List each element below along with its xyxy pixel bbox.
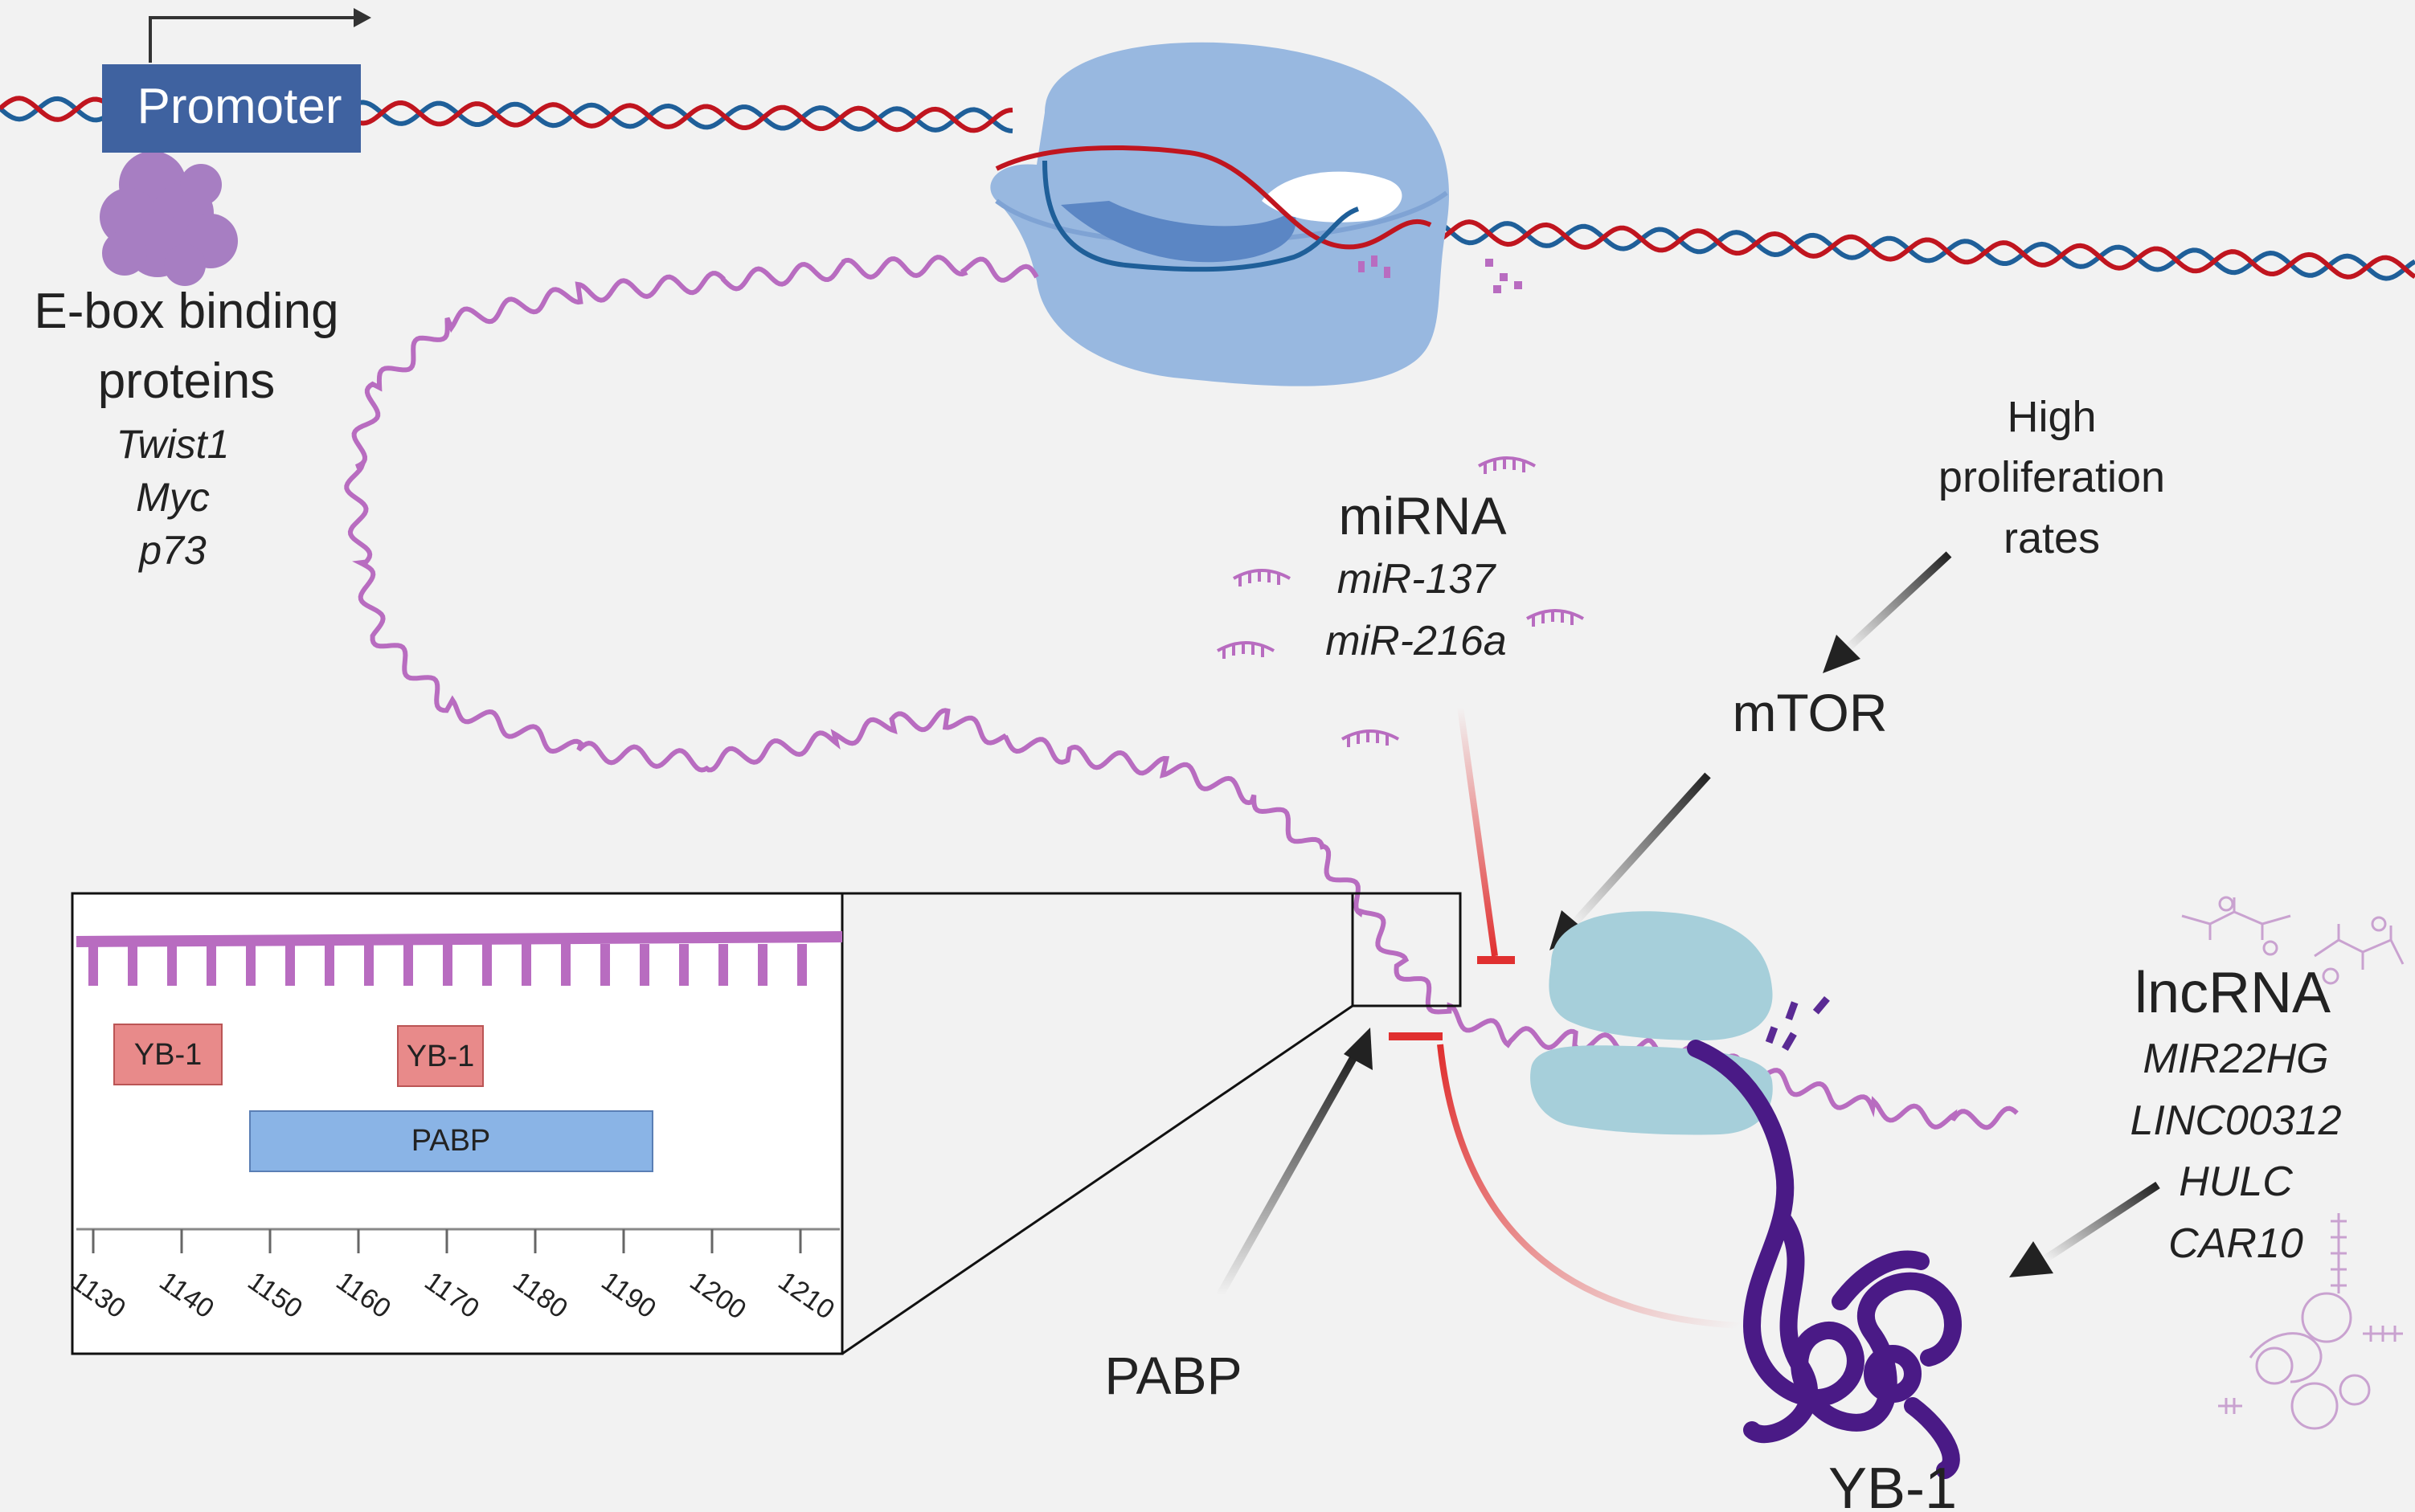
mirna-item-137: miR-137 (1337, 556, 1497, 603)
inset-mrna-tooth (364, 944, 374, 986)
yb1-inhibition-curve (1437, 1044, 1741, 1329)
inset-pabp-box (249, 1110, 653, 1172)
peptide-fragments-icon (1765, 996, 1830, 1052)
inset-mrna-tooth (207, 944, 216, 986)
dna-strand (1381, 216, 2415, 280)
mirna-icon (1233, 569, 1291, 586)
lncrna-title: lncRNA (2135, 961, 2331, 1025)
ribosome-icon (1530, 911, 1773, 1135)
lncrna-item-car10: CAR10 (2168, 1220, 2303, 1267)
yb1-protein-icon (1687, 1040, 1962, 1479)
proliferation-to-mtor-arrow (1844, 551, 1952, 652)
zoom-selection-box (1351, 892, 1462, 1007)
inset-mrna-tooth (128, 944, 137, 986)
inset-yb1-label-1: YB-1 (134, 1038, 202, 1072)
inset-mrna-tooth (403, 944, 413, 986)
inset-mrna-tooth (758, 944, 767, 986)
polymerase-blue-strand (1042, 160, 1360, 272)
mirna-icons (1217, 456, 1584, 747)
inset-mrna-tooth (88, 944, 98, 986)
ebox-title-line2: proteins (98, 353, 276, 409)
transcription-start-arrow (149, 16, 354, 63)
lncrna-structure-icons (2181, 896, 2405, 1430)
inset-mrna-tooth (246, 944, 256, 986)
proliferation-line1: High (2007, 393, 2096, 441)
inset-mrna-tooth (640, 944, 649, 986)
mirna-item-216a: miR-216a (1325, 618, 1506, 664)
inset-pabp-label: PABP (411, 1124, 491, 1158)
lncrna-item-mir22hg: MIR22HG (2143, 1036, 2328, 1082)
nucleotides-icon (1358, 255, 1522, 293)
inset-mrna-backbone (76, 931, 843, 947)
mtor-to-ribosome-arrow (1570, 772, 1711, 927)
zoom-connector-bottom (841, 1004, 1353, 1355)
inset-mrna-tooth (522, 944, 531, 986)
inset-mrna-tooth (285, 944, 295, 986)
proliferation-line3: rates (2004, 514, 2100, 562)
mirna-icon (1526, 609, 1584, 627)
ebox-title-line1: E-box binding (34, 284, 338, 339)
inset-mrna-tooth (679, 944, 689, 986)
proliferation-line2: proliferation (1938, 453, 2165, 501)
mrna-strand (344, 255, 2019, 1130)
inset-mrna-tooth (325, 944, 334, 986)
ebox-protein-icon (100, 151, 238, 286)
yb1-label: YB-1 (1828, 1457, 1957, 1508)
ebox-gene-p73: p73 (137, 528, 207, 573)
inset-yb1-box-1 (113, 1024, 223, 1085)
dna-strand (1381, 218, 2415, 281)
mirna-title: miRNA (1339, 486, 1507, 546)
inset-mrna-tooth (443, 944, 452, 986)
mirna-inhibition-line (1457, 706, 1498, 957)
mtor-label: mTOR (1732, 683, 1887, 742)
pabp-arrowhead (1344, 1028, 1373, 1070)
inset-mrna-tooth (167, 944, 177, 986)
rna-polymerase-icon (990, 42, 1450, 386)
mirna-icon (1478, 456, 1536, 474)
inset-mrna-teeth (88, 944, 807, 986)
promoter-label: Promoter (137, 79, 342, 134)
inset-mrna-tooth (797, 944, 807, 986)
polymerase-red-strand (995, 145, 1432, 250)
proliferation-to-mtor-arrowhead (1823, 635, 1860, 673)
inset-mrna-tooth (600, 944, 610, 986)
transcription-start-arrowhead (354, 8, 371, 27)
lncrna-to-yb1-arrow (2043, 1181, 2160, 1263)
inset-mrna-tooth (482, 944, 492, 986)
mirna-icon (1341, 729, 1399, 747)
lncrna-to-yb1-arrowhead (2009, 1241, 2053, 1277)
promoter-box (102, 64, 361, 153)
inset-mrna-tooth (561, 944, 571, 986)
inset-yb1-box-2 (397, 1025, 484, 1087)
lncrna-item-linc00312: LINC00312 (2130, 1097, 2341, 1144)
ebox-gene-myc: Myc (136, 475, 210, 520)
ebox-gene-twist1: Twist1 (117, 422, 230, 467)
pabp-arrow (1216, 1054, 1358, 1297)
pabp-label: PABP (1104, 1346, 1242, 1405)
inset-mrna-tooth (718, 944, 728, 986)
mirna-icon (1217, 641, 1275, 659)
inset-yb1-label-2: YB-1 (407, 1040, 474, 1073)
lncrna-item-hulc: HULC (2179, 1159, 2293, 1205)
